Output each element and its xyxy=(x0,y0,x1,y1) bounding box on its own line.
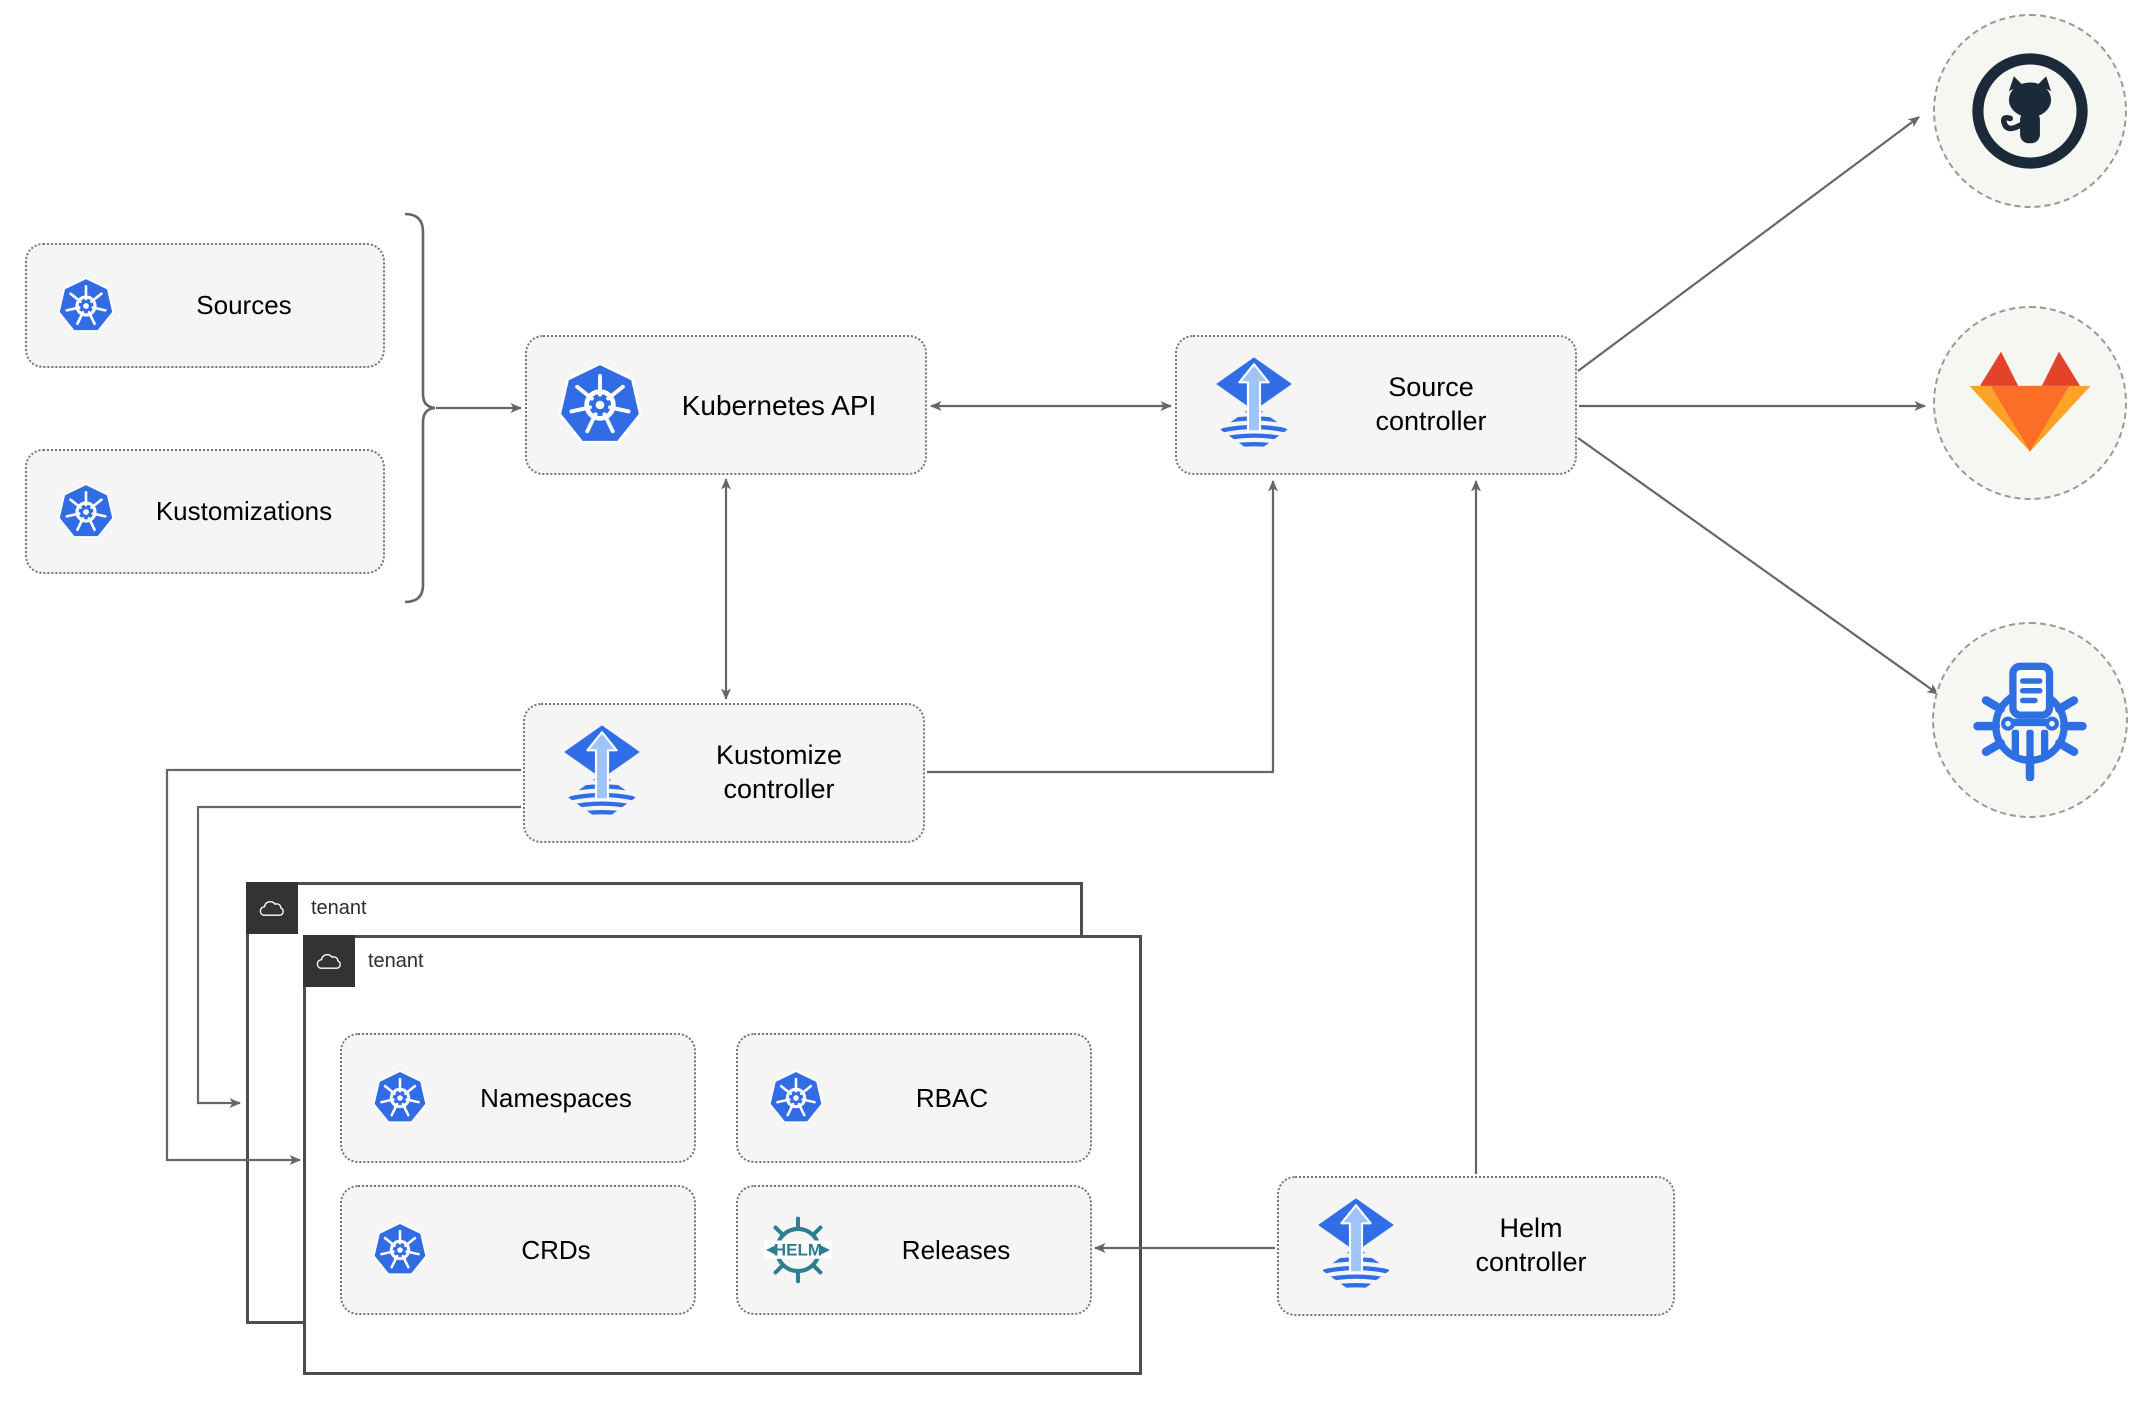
node-kubernetes-api: Kubernetes API xyxy=(525,335,927,475)
edge-source-controller-to-github xyxy=(1577,116,1920,372)
node-label: Kustomize controller xyxy=(715,740,843,804)
tenant-tab xyxy=(246,882,298,934)
node-label: Sources xyxy=(196,290,292,321)
node-label: Namespaces xyxy=(480,1082,632,1113)
kubernetes-icon xyxy=(768,1070,824,1126)
node-rbac: RBAC xyxy=(736,1033,1092,1163)
flux-icon xyxy=(1313,1198,1399,1295)
kubernetes-icon xyxy=(557,362,643,448)
brace-sources-kustomizations xyxy=(404,212,436,604)
tenant-label: tenant xyxy=(368,949,424,972)
tenant-tab xyxy=(303,935,355,987)
kubernetes-icon xyxy=(57,277,115,335)
endpoint-github xyxy=(1933,14,2127,208)
helm-chart-repository-icon xyxy=(1969,659,2091,781)
edge-kustomize-controller-to-tenant-back xyxy=(196,805,521,1108)
node-label: Kustomizations xyxy=(155,496,333,527)
kubernetes-icon xyxy=(57,483,115,541)
node-label: Kubernetes API xyxy=(681,389,877,421)
node-label: Source controller xyxy=(1375,372,1487,436)
node-label: Helm controller xyxy=(1475,1213,1587,1277)
kubernetes-icon xyxy=(372,1222,428,1278)
node-releases: Releases xyxy=(736,1185,1092,1315)
edge-kustomize-controller-to-source-controller xyxy=(927,480,1278,774)
gitlab-icon xyxy=(1964,349,2096,457)
node-label: RBAC xyxy=(915,1082,989,1113)
flux-icon xyxy=(1211,357,1297,454)
node-kustomizations: Kustomizations xyxy=(25,449,385,574)
node-sources: Sources xyxy=(25,243,385,368)
node-label: Releases xyxy=(901,1234,1011,1265)
endpoint-registry xyxy=(1932,622,2128,818)
node-helm-controller: Helm controller xyxy=(1277,1176,1675,1316)
flux-icon xyxy=(559,725,645,822)
node-kustomize-controller: Kustomize controller xyxy=(523,703,925,843)
github-icon xyxy=(1968,49,2092,173)
edge-kustomize-controller-to-tenant-front xyxy=(165,768,521,1165)
node-label: CRDs xyxy=(521,1234,591,1265)
kubernetes-icon xyxy=(372,1070,428,1126)
endpoint-gitlab xyxy=(1933,306,2127,500)
helm-icon xyxy=(764,1216,832,1284)
node-namespaces: Namespaces xyxy=(340,1033,696,1163)
node-crds: CRDs xyxy=(340,1185,696,1315)
tenant-label: tenant xyxy=(311,896,367,919)
edge-source-controller-to-registry xyxy=(1577,437,1939,695)
node-source-controller: Source controller xyxy=(1175,335,1577,475)
